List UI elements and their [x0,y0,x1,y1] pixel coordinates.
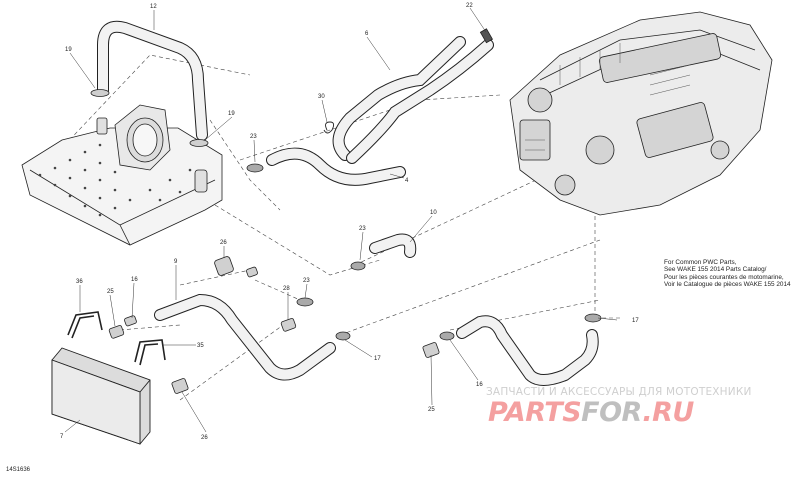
callout-19-right: 19 [228,111,235,117]
bracket-36 [67,311,103,339]
fitting-25-left [108,325,125,339]
drawing-number: 14S1636 [6,467,31,473]
callout-25-left: 25 [107,289,114,295]
callout-12: 12 [150,4,157,10]
engine-assembly [509,11,773,216]
fitting-28 [280,318,297,332]
callout-9: 9 [174,259,178,265]
callout-36: 36 [76,279,83,285]
clamp-23-b [350,261,366,271]
callout-25-right: 25 [428,407,435,413]
bracket-35 [134,339,166,366]
fitting-26-small [246,266,258,278]
callout-28: 28 [283,286,290,292]
clamp-19-upper [90,89,209,147]
small-fittings [108,163,602,394]
callout-23-top: 23 [250,134,257,140]
hose-10 [369,233,417,258]
hose-4 [266,147,406,186]
hose-6 [332,36,494,164]
clamp-23-c [296,297,314,307]
callout-30: 30 [318,94,325,100]
watermark-tagline: ЗАПЧАСТИ И АКСЕССУАРЫ ДЛЯ МОТОТЕХНИКИ [486,386,752,398]
callout-26-top: 26 [220,240,227,246]
callout-6: 6 [365,31,369,37]
note-line-2: See WAKE 155 2014 Parts Catalog/ [664,266,767,274]
ride-plate-assembly [21,104,223,246]
note-line-4: Voir le Catalogue de pièces WAKE 155 201… [664,280,791,288]
clamp-16-right [439,331,455,341]
callout-17-right: 17 [632,318,639,324]
callout-35: 35 [197,343,204,349]
watermark-logo: PARTSFOR.RU [488,397,694,428]
note-line-1: For Common PWC Parts, [664,259,737,266]
callout-23-mid: 23 [359,226,366,232]
clamp-17-b [584,313,602,323]
hose-12 [97,20,208,141]
clamp-17-a [335,331,351,341]
fitting-22 [479,28,494,44]
callout-16-left: 16 [131,277,138,283]
callout-labels: 12 19 19 6 22 30 23 4 10 23 9 26 36 16 2… [60,3,639,441]
callout-16-right: 16 [476,382,483,388]
callout-23-low: 23 [303,278,310,284]
callout-19-left: 19 [65,47,72,53]
catalog-reference-note: For Common PWC Parts, See WAKE 155 2014 … [664,259,791,288]
callout-17-left: 17 [374,356,381,362]
note-line-3: Pour les pièces courantes de motomarine, [664,273,784,281]
hose-16 [456,315,599,386]
callout-26-bottom: 26 [201,435,208,441]
fitting-16-left [124,315,137,327]
callout-10: 10 [430,210,437,216]
watermark-logo-ru: .RU [642,397,694,428]
callout-7: 7 [60,434,64,440]
plate-holes [38,143,192,217]
oil-cooler-7 [51,347,151,445]
callout-4: 4 [405,178,409,184]
fitting-25-right [422,342,440,358]
hose-9 [154,293,336,381]
watermark-logo-parts: PARTS [488,397,582,428]
callout-leaders [64,7,618,433]
watermark-logo-for: FOR [581,397,643,428]
spring-30 [323,121,335,134]
clamp-23-a [246,163,264,173]
fitting-26-upper [214,256,234,276]
fitting-26-lower [171,378,189,394]
callout-22: 22 [466,3,473,9]
